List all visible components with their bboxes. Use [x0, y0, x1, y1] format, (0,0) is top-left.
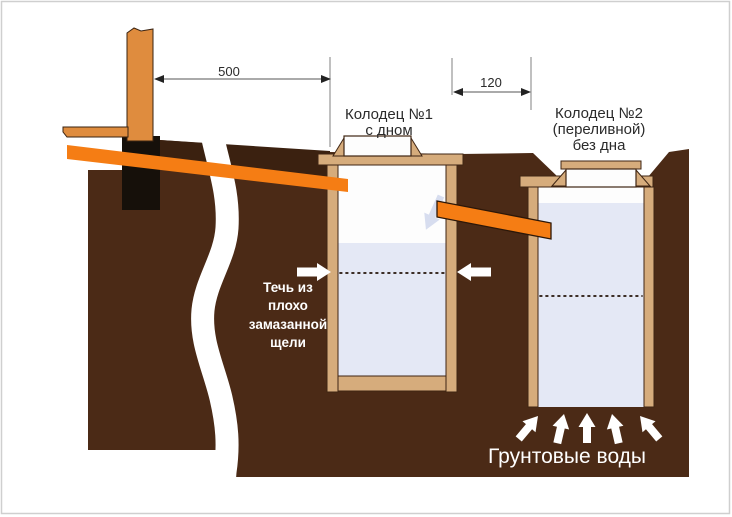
leak-label: Течь из плохо замазанной щели — [249, 280, 327, 350]
break-band — [191, 127, 239, 510]
groundwater-arrows — [515, 413, 663, 445]
dim120-arrowhead-left — [453, 88, 463, 96]
dim120-arrowhead-right — [521, 88, 531, 96]
well2-right-wall — [643, 186, 655, 408]
well2-hatch — [565, 168, 637, 188]
leak-label-line4: щели — [270, 335, 306, 350]
leak-arrow-right — [457, 263, 491, 281]
house-structure — [62, 27, 154, 142]
well2-label: Колодец №2 (переливной) без дна — [553, 105, 646, 154]
well1-label-line2: с дном — [365, 122, 412, 139]
house-post — [126, 27, 154, 142]
dimension-500 — [154, 57, 331, 147]
topsoil-strip — [160, 140, 330, 178]
well1-label-line1: Колодец №1 — [345, 106, 433, 123]
dimension-120-value: 120 — [480, 75, 502, 90]
dim500-arrowhead-left — [154, 75, 164, 83]
well2-label-line2: (переливной) — [553, 121, 646, 138]
leak-label-line3: замазанной — [249, 317, 327, 332]
well1-left-wall — [326, 164, 339, 393]
dimension-500-value: 500 — [218, 64, 240, 79]
groundwater-arrow-1 — [515, 416, 538, 442]
well2-label-line1: Колодец №2 — [555, 105, 643, 122]
groundwater-arrow-2 — [552, 414, 570, 445]
well1-label: Колодец №1 с дном — [345, 106, 433, 139]
well1-hatch — [343, 135, 412, 157]
groundwater-arrow-5 — [640, 416, 663, 442]
well2 — [519, 160, 655, 408]
leak-label-line1: Течь из — [263, 280, 313, 295]
well1-right-wall — [445, 164, 458, 393]
well2-label-line3: без дна — [573, 137, 627, 154]
groundwater-arrow-3 — [578, 413, 596, 443]
leak-arrow-left — [297, 263, 331, 281]
leak-label-line2: плохо — [268, 298, 308, 313]
well1 — [317, 135, 464, 393]
house-foundation — [122, 136, 160, 210]
dimension-120 — [451, 57, 532, 110]
inlet-pipe — [67, 145, 348, 192]
house-floor-plank — [62, 126, 129, 138]
well1-water — [338, 243, 446, 376]
dim500-arrowhead-right — [321, 75, 331, 83]
leak-arrows — [297, 263, 491, 281]
well2-hatch-lid — [560, 160, 642, 170]
well1-floor — [326, 375, 458, 392]
groundwater-label: Грунтовые воды — [488, 445, 646, 468]
well2-water — [538, 203, 644, 407]
groundwater-arrow-4 — [606, 414, 624, 445]
overflow-pipe — [436, 200, 552, 240]
